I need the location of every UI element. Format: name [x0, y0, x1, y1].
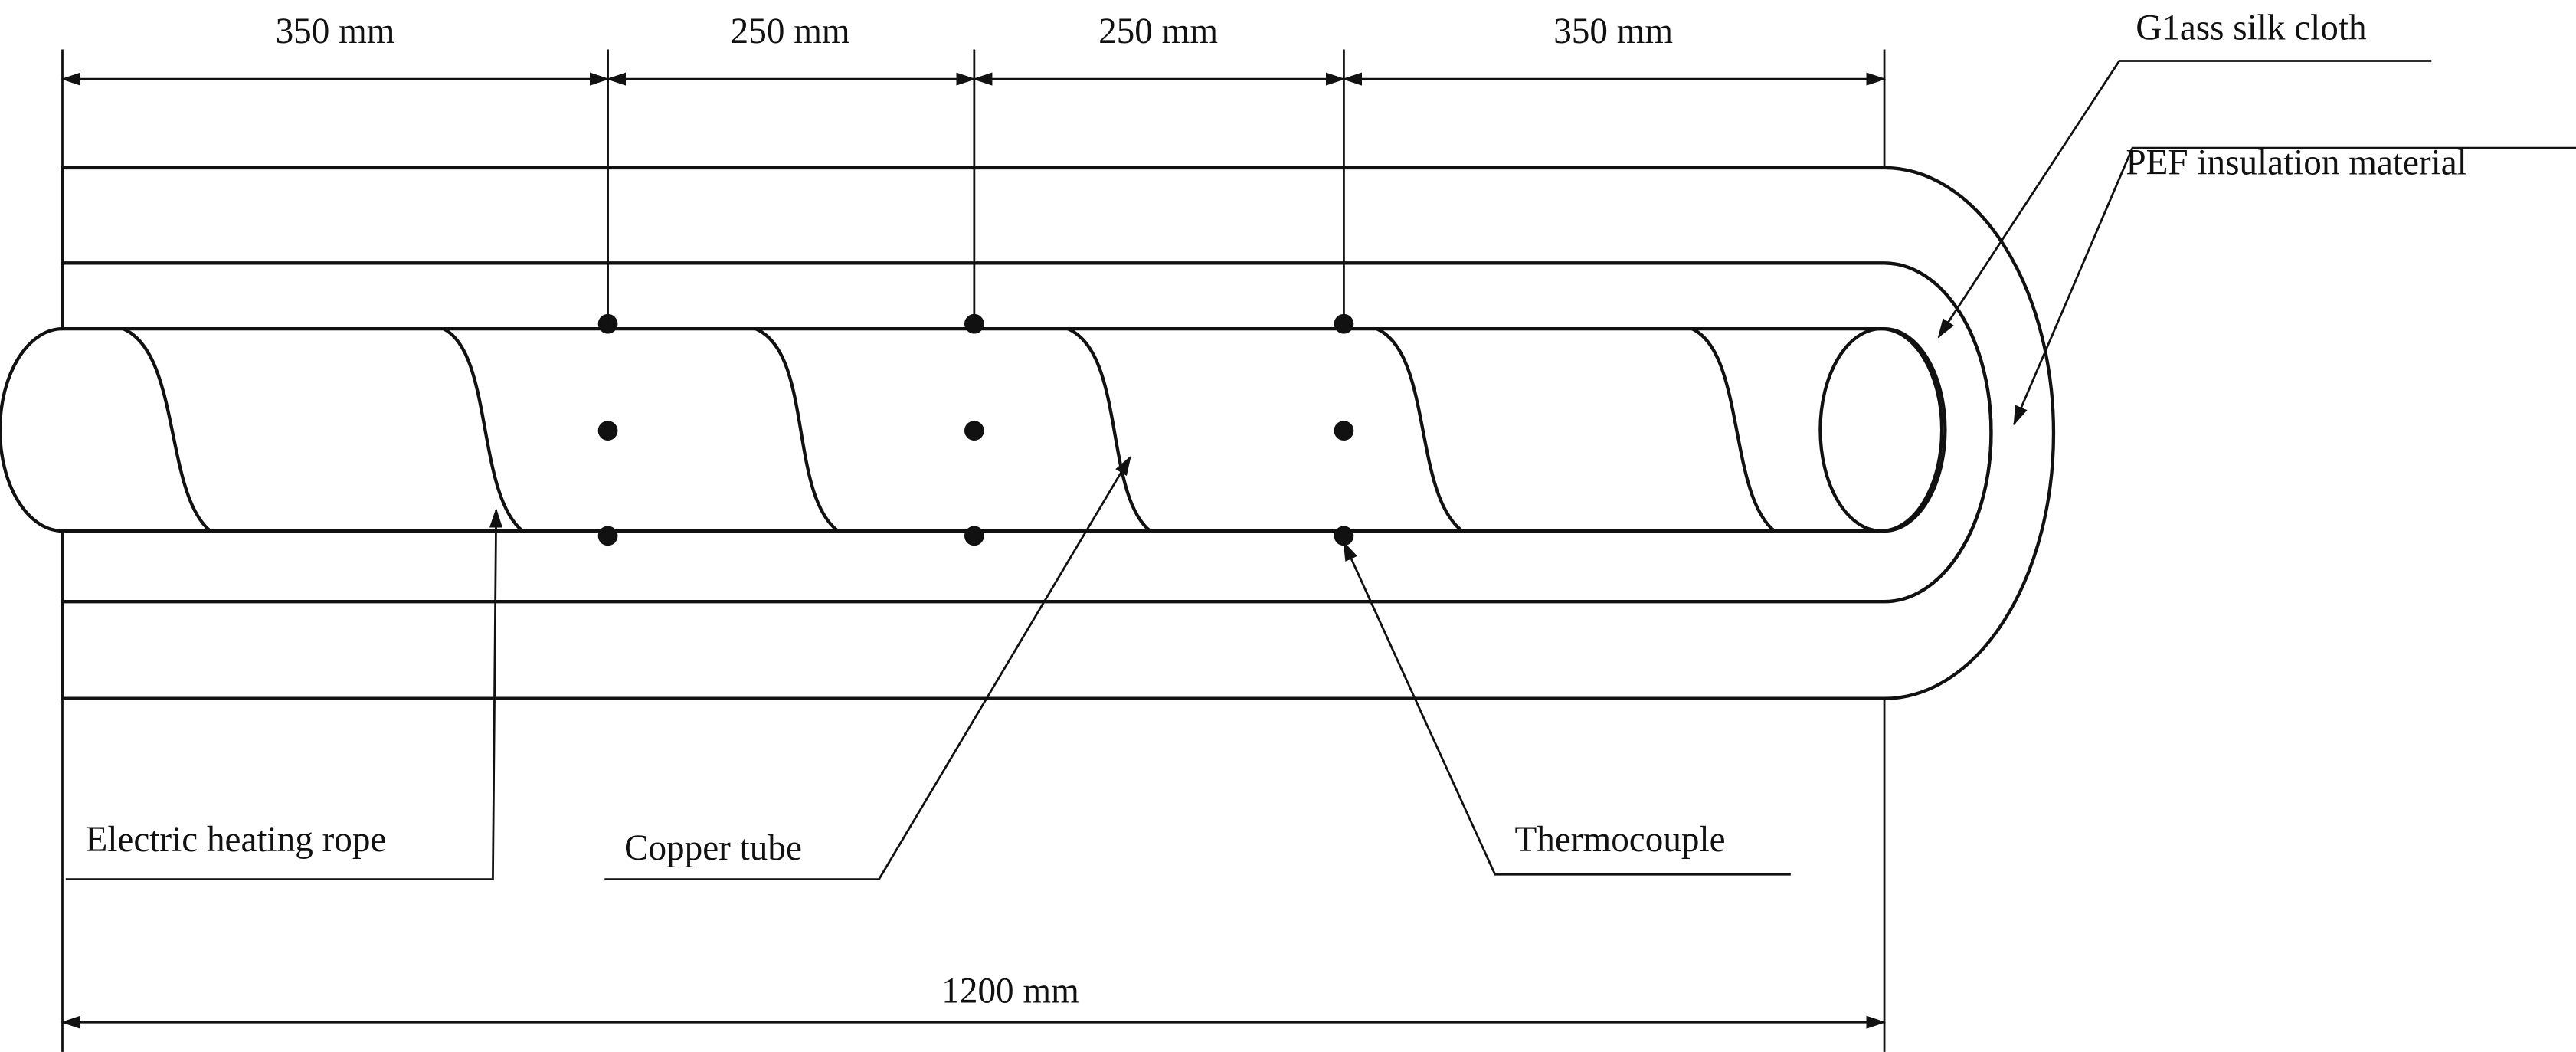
leader-lines	[65, 60, 2576, 881]
total-dimension-line	[61, 698, 1887, 1052]
label-pef-insulation: PEF insulation material	[2126, 143, 2466, 183]
dimension-label: 350 mm	[276, 11, 395, 51]
dimension-label: 250 mm	[731, 11, 850, 51]
top-dimension-lines	[61, 49, 1887, 324]
label-glass-silk-cloth: G1ass silk cloth	[2136, 8, 2366, 48]
label-thermocouple: Thermocouple	[1514, 820, 1725, 860]
dimension-label: 250 mm	[1098, 11, 1218, 51]
electric-heating-rope	[123, 327, 1776, 533]
glass-silk-cloth-layer	[61, 261, 1993, 604]
label-heating-rope: Electric heating rope	[86, 820, 387, 860]
label-copper-tube: Copper tube	[624, 828, 802, 868]
dimension-label: 350 mm	[1553, 11, 1673, 51]
total-dimension-label: 1200 mm	[941, 971, 1079, 1011]
